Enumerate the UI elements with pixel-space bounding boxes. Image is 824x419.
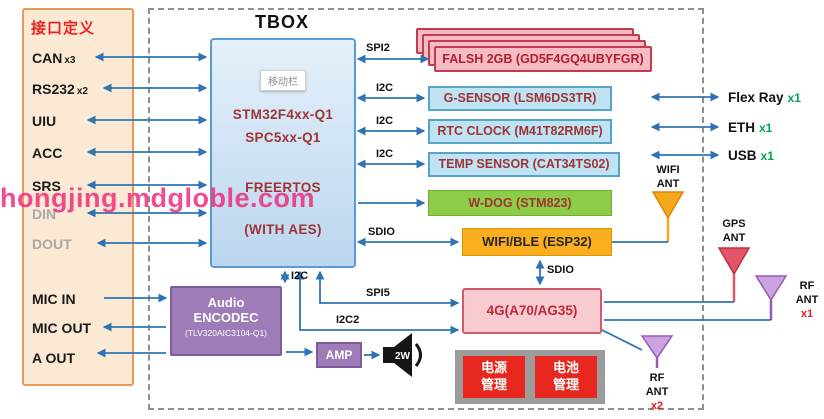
gsensor-block: G-SENSOR (LSM6DS3TR): [428, 86, 612, 111]
wifi-ble-block: WIFI/BLE (ESP32): [462, 228, 612, 256]
audio-codec-line1: Audio: [207, 295, 245, 310]
tbox-title: TBOX: [254, 12, 309, 32]
watermark-text: hongjing.mdgloble.com: [0, 183, 315, 213]
interface-mic-in: MIC IN: [32, 291, 76, 307]
rtc-block: RTC CLOCK (M41T82RM6F): [428, 119, 612, 144]
bus-spi5: SPI5: [366, 287, 390, 299]
bus-sdio-4g: SDIO: [547, 264, 574, 276]
wifi-ant-label: WIFI ANT: [656, 164, 680, 190]
wire-rf2-ant: [601, 329, 643, 351]
flash-card-front: FALSH 2GB (GD5F4GQ4UBYFGR): [434, 46, 652, 72]
audio-codec-block: Audio ENCODEC (TLV320AIC3104-Q1): [170, 286, 282, 356]
amp-block: AMP: [316, 342, 362, 368]
audio-codec-part: (TLV320AIC3104-Q1): [184, 328, 268, 338]
modem-4g-block: 4G(A70/AG35): [462, 288, 602, 334]
rf-ant-1-label: RF ANT x1: [795, 280, 819, 320]
speaker-icon: 2W: [383, 333, 422, 377]
interface-acc: ACC: [32, 145, 63, 161]
bus-spi2: SPI2: [366, 42, 390, 54]
mcu-part-1: STM32F4xx-Q1: [232, 107, 334, 122]
bus-i2c-rtc: I2C: [376, 115, 394, 127]
wifi-antenna-icon: [651, 191, 685, 242]
bus-i2c-temp: I2C: [376, 148, 394, 160]
mcu-part-2: SPC5xx-Q1: [245, 130, 321, 145]
translate-popup-badge: 移动栏: [260, 70, 306, 91]
battery-mgmt-block: 电池管理: [535, 356, 597, 398]
audio-codec-line2: ENCODEC: [193, 310, 259, 325]
speaker-power-label: 2W: [395, 351, 411, 362]
rf-antenna-1-icon: [754, 275, 788, 320]
mcu-os: FREERTOS: [245, 180, 321, 195]
interface-uiu: UIU: [32, 113, 57, 129]
mcu-aes: (WITH AES): [244, 222, 322, 237]
bus-i2c-audio: I2C: [291, 270, 309, 282]
interface-a-out: A OUT: [32, 350, 76, 366]
interface-panel-title: 接口定义: [31, 20, 96, 37]
gps-antenna-icon: [717, 247, 751, 302]
interface-din: DIN: [32, 206, 57, 222]
mcu-block: 移动栏 STM32F4xx-Q1 SPC5xx-Q1 FREERTOS (WIT…: [210, 38, 356, 268]
flash-block: FALSH 2GB (GD5F4GQ4UBYFGR): [416, 28, 656, 78]
interface-mic-out: MIC OUT: [32, 320, 92, 336]
interface-srs: SRS: [32, 178, 61, 194]
temp-sensor-block: TEMP SENSOR (CAT34TS02): [428, 152, 620, 177]
gps-ant-label: GPS ANT: [722, 218, 746, 244]
watchdog-block: W-DOG (STM823): [428, 190, 612, 216]
rf-ant-2-label: RF ANT x2: [645, 372, 669, 412]
bus-i2c-gsensor: I2C: [376, 82, 394, 94]
bus-i2c2: I2C2: [336, 314, 360, 326]
wire-i2c2-4g: [295, 270, 460, 335]
power-management-group: 电源管理 电池管理: [455, 350, 605, 404]
rf-antenna-2-icon: [640, 335, 674, 368]
interface-dout: DOUT: [32, 236, 72, 252]
bus-sdio-wifi: SDIO: [368, 226, 395, 238]
power-mgmt-block: 电源管理: [463, 356, 525, 398]
